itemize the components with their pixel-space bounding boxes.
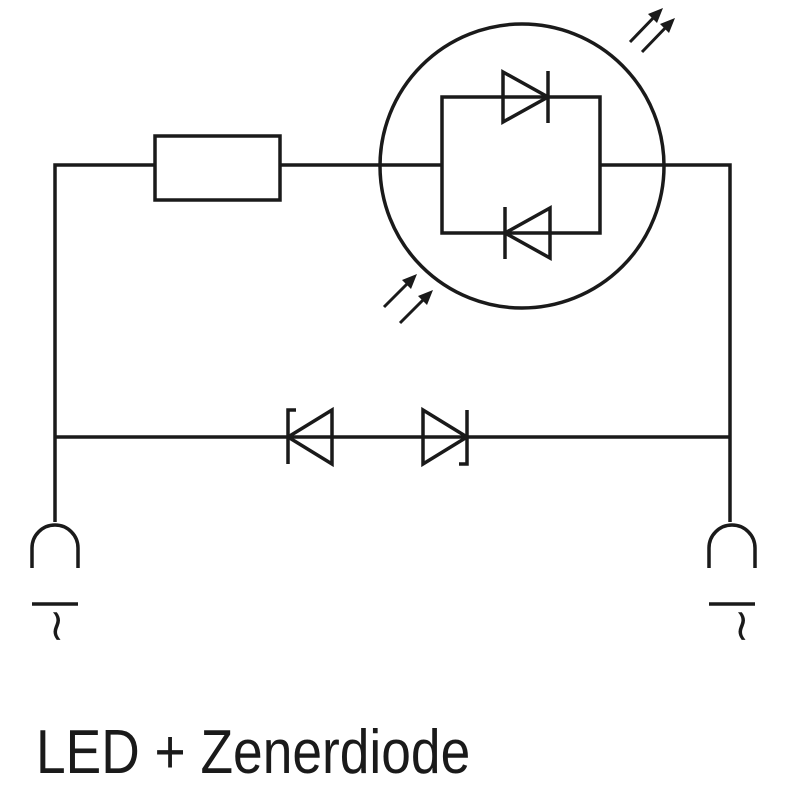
diagram-caption: LED + Zenerdiode [36, 718, 471, 787]
terminal-socket-left [30, 523, 80, 568]
wire-top-right [600, 163, 732, 437]
led-parallel-frame [440, 95, 602, 235]
terminal-label-left: ~ [32, 607, 83, 645]
resistor [153, 134, 282, 202]
terminal-socket-right [707, 523, 757, 568]
zener-diode-right [421, 406, 471, 468]
light-emission-arrows-icon [628, 8, 675, 54]
led-diode-forward [501, 69, 552, 125]
terminal-label-right: ~ [717, 607, 768, 645]
wire-top-left [53, 163, 155, 437]
zener-diode-left [284, 406, 334, 468]
light-emission-arrows-icon [382, 274, 433, 325]
led-diode-reverse [501, 205, 552, 261]
